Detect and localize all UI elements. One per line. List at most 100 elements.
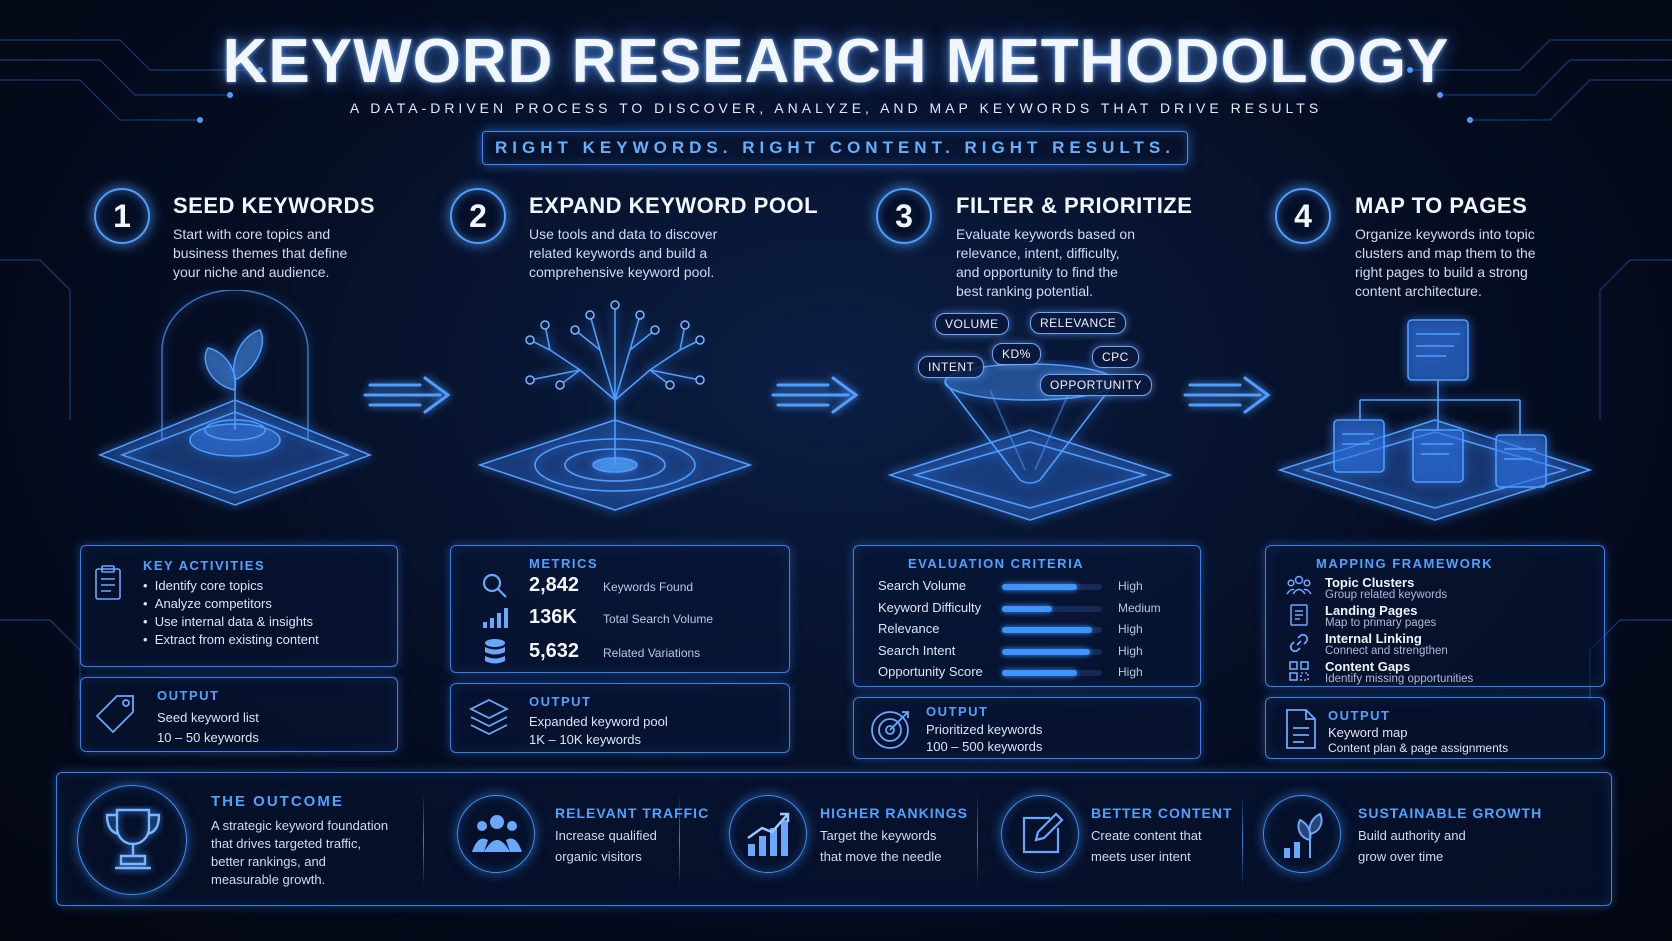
step-title: MAP TO PAGES	[1355, 193, 1528, 218]
criteria-level: Medium	[1118, 600, 1161, 615]
criteria-tag: KD%	[992, 343, 1041, 365]
outcome-icon-badge	[729, 795, 807, 873]
criteria-name: Search Intent	[878, 642, 956, 658]
criteria-tag: CPC	[1092, 346, 1139, 368]
metric-value: 2,842	[529, 574, 580, 596]
gap-icon	[1289, 661, 1309, 681]
framework-title: Landing Pages	[1325, 603, 1418, 618]
document-icon	[1290, 604, 1308, 626]
criteria-bar	[1002, 584, 1102, 590]
framework-subtitle: Map to primary pages	[1325, 617, 1437, 629]
criteria-level: High	[1118, 579, 1143, 593]
page-hierarchy-icon	[1277, 319, 1593, 521]
criteria-name: Keyword Difficulty	[878, 599, 982, 615]
framework-subtitle: Connect and strengthen	[1325, 645, 1448, 657]
output-line: Expanded keyword pool	[529, 714, 668, 729]
outcome-icon-badge	[1263, 795, 1341, 873]
output-label: OUTPUT	[1328, 708, 1391, 723]
page-title: KEYWORD RESEARCH METHODOLOGY	[222, 27, 1450, 96]
tag-icon	[95, 695, 134, 734]
link-icon	[1289, 633, 1309, 653]
outcome-panel: THE OUTCOME A strategic keyword foundati…	[56, 772, 1612, 906]
criteria-bar-fill	[1002, 670, 1077, 676]
metric-value: 136K	[529, 606, 577, 628]
criteria-bar	[1002, 648, 1102, 655]
outcome-icon-badge	[457, 795, 535, 873]
page-subtitle: A DATA-DRIVEN PROCESS TO DISCOVER, ANALY…	[349, 100, 1323, 116]
arrow-right-icon	[1183, 376, 1271, 414]
database-icon	[485, 639, 505, 664]
criteria-tag: OPPORTUNITY	[1040, 374, 1152, 396]
outcome-item-title: HIGHER RANKINGS	[820, 805, 969, 821]
panel-label: EVALUATION CRITERIA	[908, 556, 1085, 571]
criteria-tag: VOLUME	[935, 313, 1009, 335]
output-panel: OUTPUT Prioritized keywords 100 – 500 ke…	[853, 697, 1201, 759]
tagline-text: RIGHT KEYWORDS. RIGHT CONTENT. RIGHT RES…	[495, 138, 1175, 157]
criteria-name: Relevance	[878, 621, 940, 636]
panel-label: METRICS	[529, 556, 598, 571]
output-line: 100 – 500 keywords	[926, 739, 1043, 754]
framework-title: Internal Linking	[1325, 631, 1422, 646]
sprout-icon	[1284, 812, 1323, 858]
layers-icon	[468, 698, 510, 736]
output-label: OUTPUT	[529, 694, 592, 709]
output-line: 1K – 10K keywords	[529, 732, 642, 747]
criteria-tag: RELEVANCE	[1030, 312, 1127, 334]
divider	[977, 793, 978, 887]
metric-label: Total Search Volume	[603, 612, 714, 626]
step-title: EXPAND KEYWORD POOL	[529, 193, 819, 218]
document-icon	[1286, 709, 1316, 749]
trophy-icon	[105, 808, 161, 870]
step-title: SEED KEYWORDS	[173, 193, 376, 218]
step-number-badge: 3	[876, 188, 932, 244]
output-line: Content plan & page assignments	[1328, 741, 1509, 755]
users-icon	[1286, 575, 1312, 595]
criteria-bar-fill	[1002, 605, 1052, 612]
criteria-bar-fill	[1002, 627, 1092, 633]
seedling-platform-icon	[97, 290, 373, 506]
tagline-banner: RIGHT KEYWORDS. RIGHT CONTENT. RIGHT RES…	[482, 131, 1188, 165]
activity-item: • Extract from existing content	[143, 632, 319, 647]
criteria-name: Opportunity Score	[878, 664, 983, 679]
step-number-badge: 4	[1275, 188, 1331, 244]
metric-label: Related Variations	[603, 646, 701, 660]
trophy-badge	[77, 785, 187, 895]
arrow-right-icon	[771, 376, 859, 414]
output-line: Prioritized keywords	[926, 722, 1043, 737]
step-title: FILTER & PRIORITIZE	[956, 193, 1193, 218]
framework-title: Topic Clusters	[1325, 575, 1415, 590]
criteria-level: High	[1118, 643, 1143, 658]
framework-subtitle: Identify missing opportunities	[1325, 673, 1474, 685]
criteria-bar-fill	[1002, 648, 1090, 655]
activity-item: • Identify core topics	[143, 578, 264, 593]
key-activities-panel: KEY ACTIVITIES • Identify core topics • …	[80, 545, 398, 667]
keyword-tree-icon	[477, 300, 753, 511]
panel-label: KEY ACTIVITIES	[143, 558, 266, 573]
criteria-bar	[1002, 627, 1102, 633]
bar-chart-icon	[483, 608, 508, 628]
outcome-item-title: BETTER CONTENT	[1091, 805, 1233, 821]
search-icon	[482, 573, 507, 598]
output-label: OUTPUT	[157, 688, 220, 703]
outcome-title: THE OUTCOME	[211, 793, 344, 810]
growth-chart-icon	[747, 812, 790, 856]
criteria-level: High	[1118, 622, 1143, 636]
metrics-panel: METRICS 2,842 Keywords Found 136K Total …	[450, 545, 790, 673]
criteria-level: High	[1118, 665, 1143, 679]
metric-value: 5,632	[529, 640, 580, 662]
framework-subtitle: Group related keywords	[1325, 589, 1448, 601]
outcome-icon-badge	[1001, 795, 1079, 873]
step-number-badge: 1	[94, 188, 150, 244]
divider	[423, 793, 424, 887]
output-line: Seed keyword list	[157, 710, 259, 725]
outcome-item-title: RELEVANT TRAFFIC	[555, 805, 710, 821]
